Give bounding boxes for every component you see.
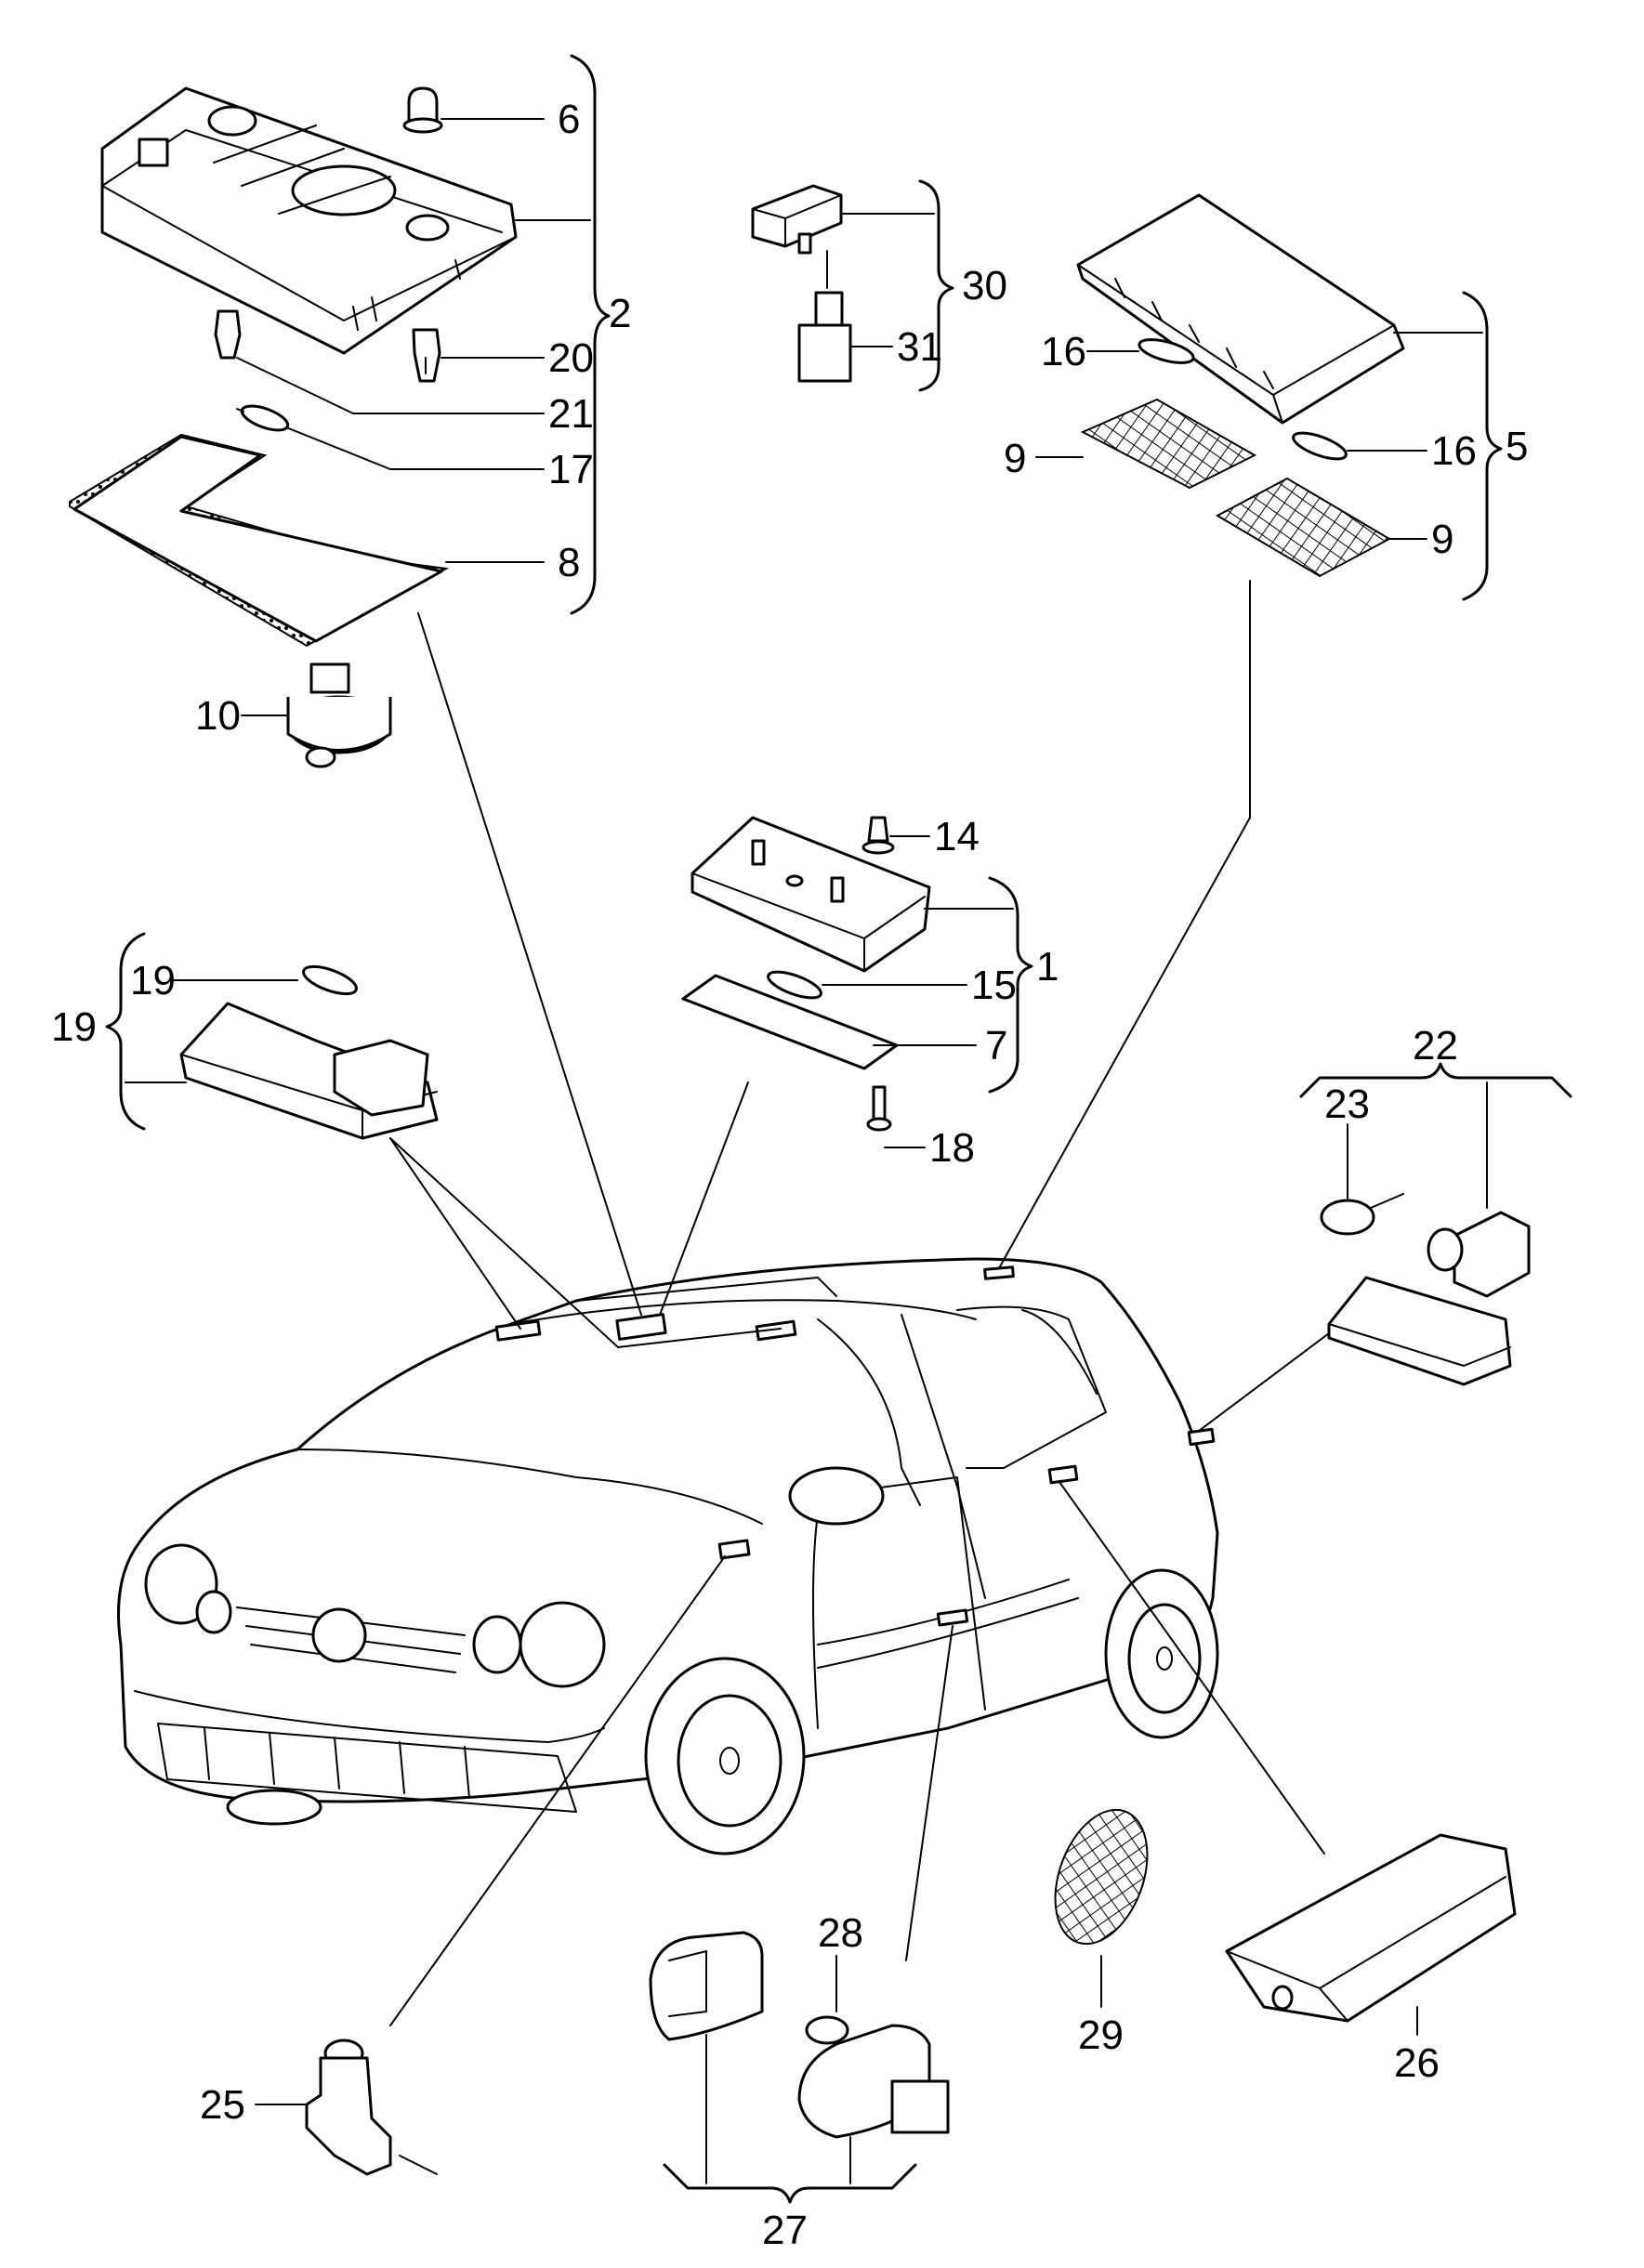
part-7-lens — [680, 974, 900, 1070]
callout-23: 23 — [1324, 1082, 1370, 1127]
callout-15: 15 — [971, 963, 1017, 1008]
part-19-bulb-left — [214, 309, 242, 360]
part-5-lamp-unit — [1076, 193, 1405, 425]
callout-28: 28 — [818, 1910, 863, 1956]
callout-18: 18 — [929, 1125, 975, 1171]
callout-16-b: 16 — [1431, 428, 1477, 474]
callout-19-a: 20 — [548, 335, 594, 381]
part-20-door-light — [179, 1002, 439, 1140]
part-26-cover — [1225, 1833, 1517, 2023]
part-19-bulb-right — [412, 328, 441, 383]
callout-9-b: 9 — [1431, 517, 1453, 562]
callout-10: 10 — [195, 693, 241, 739]
leaders-top-right — [1035, 332, 1483, 540]
leaders-top-left — [236, 118, 591, 716]
bracket-2 — [570, 54, 611, 615]
leaders-right — [1347, 1082, 1488, 1209]
callout-26: 26 — [1394, 2040, 1440, 2086]
callout-9-a: 9 — [1004, 436, 1026, 481]
callout-22: 22 — [1413, 1023, 1458, 1068]
bracket-30 — [918, 179, 954, 392]
leaders-bottom — [255, 1955, 1418, 2184]
part-14-clip — [861, 816, 895, 855]
callout-7: 7 — [985, 1023, 1007, 1068]
part-10-switch — [286, 662, 392, 768]
leaders-left — [125, 979, 298, 1083]
callout-29: 29 — [1078, 2012, 1124, 2058]
callout-20: 19 — [51, 1004, 97, 1050]
part-16-bulb-lower — [1292, 431, 1348, 461]
part-27-light-housing — [649, 1931, 950, 2139]
part-21-bulb — [302, 964, 358, 996]
part-29-grille — [1054, 1808, 1149, 1946]
part-2-interior-light-housing — [100, 86, 518, 355]
callout-14: 14 — [934, 814, 980, 859]
callout-30: 30 — [962, 263, 1007, 308]
callout-27: 27 — [762, 2208, 808, 2253]
callout-19-b: 21 — [548, 391, 594, 437]
callout-6: 6 — [558, 97, 580, 142]
callout-8: 8 — [558, 540, 580, 585]
part-1-reading-light — [690, 816, 931, 973]
leaders-to-car — [389, 580, 1330, 2026]
bracket-22 — [1299, 1062, 1572, 1098]
callout-labels: 6 2 20 21 17 8 10 30 31 16 16 5 9 9 14 1… — [51, 97, 1528, 2253]
part-28-bulb — [805, 2015, 849, 2045]
part-30-sensor — [751, 184, 843, 255]
callout-17: 17 — [548, 447, 594, 492]
part-16-bulb-upper — [1138, 338, 1195, 364]
callout-21: 19 — [130, 958, 176, 1003]
leaders-center — [822, 835, 1014, 1148]
callout-1: 1 — [1036, 944, 1059, 990]
part-17-festoon-bulb — [236, 404, 296, 432]
part-31-connector — [797, 250, 852, 383]
callout-16-a: 16 — [1041, 329, 1086, 374]
part-6-clip — [402, 86, 443, 134]
part-9-lens-lower — [1215, 477, 1392, 578]
callout-25: 25 — [200, 2082, 245, 2128]
callout-31: 31 — [897, 324, 942, 370]
car-body — [117, 1257, 1219, 1855]
callout-2: 2 — [609, 291, 631, 336]
part-18-screw — [866, 1085, 892, 1132]
part-8-lens — [69, 433, 450, 648]
part-9-lens-upper — [1080, 398, 1257, 490]
part-15-bulb — [767, 970, 822, 1000]
bracket-5 — [1462, 291, 1503, 601]
part-23-bulb — [1320, 1193, 1404, 1236]
bracket-27 — [663, 2163, 917, 2204]
callout-5: 5 — [1506, 424, 1528, 469]
bracket-1 — [988, 876, 1033, 1094]
bracket-20 — [105, 932, 146, 1131]
part-22-light-unit — [1327, 1211, 1531, 1386]
part-25-switch — [305, 2039, 438, 2176]
